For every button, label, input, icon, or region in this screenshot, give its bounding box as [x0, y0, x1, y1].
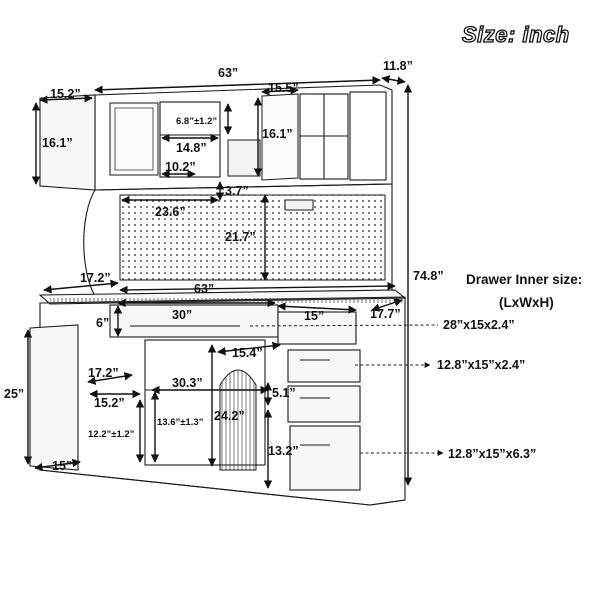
- dimension-lines: [23, 75, 444, 489]
- dim-line-left-bottom-width: [34, 458, 81, 472]
- label-shelf-height: 6.8”±1.2”: [176, 116, 217, 127]
- label-counter-width: 63”: [194, 282, 214, 296]
- label-top-depth: 11.8”: [383, 59, 413, 73]
- label-pegboard-gap: 3.7”: [225, 184, 249, 198]
- dim-line-top-depth: [381, 75, 406, 85]
- top-long-drawer: [109, 304, 279, 338]
- size-unit-title: Size: inch: [461, 21, 570, 47]
- label-middle-height: 24.2”: [214, 409, 245, 423]
- dim-line-top-width: [94, 76, 381, 94]
- dim-line-left-inner-depth: [87, 372, 133, 385]
- label-left-bottom-width: 15”: [52, 459, 72, 473]
- pegboard-section: [83, 183, 393, 297]
- upper-right-side-panel: [349, 91, 387, 181]
- label-side-drawer-width: 15”: [304, 309, 324, 323]
- upper-hutch: [39, 84, 393, 191]
- drawer-size-units: (LxWxH): [499, 295, 554, 310]
- right-drawer-1: [277, 311, 357, 345]
- label-drawer-size-3: 12.8”x15”x6.3”: [448, 447, 536, 461]
- dim-line-upper-right-width: [261, 86, 299, 96]
- right-drawer-3: [287, 385, 361, 423]
- label-left-shelf-height: 12.2”±1.2”: [88, 429, 135, 440]
- dim-line-counter-width: [119, 281, 396, 295]
- label-drawer-size-2: 12.8”x15”x2.4”: [437, 358, 525, 372]
- dimension-labels: 63” 11.8” 15.2” 16.1” 6.8”±1.2” 14.8” 15…: [4, 59, 536, 473]
- label-upper-right-height: 16.1”: [262, 127, 293, 141]
- label-total-width-top: 63”: [218, 66, 238, 80]
- dim-line-upper-door-width: [39, 94, 93, 104]
- cabinet-base: [39, 469, 406, 506]
- label-shelf-width: 14.8”: [176, 141, 207, 155]
- label-counter-depth-left: 17.2”: [80, 271, 111, 285]
- power-strip: [284, 199, 314, 211]
- label-right-drawer-width: 15.4”: [232, 346, 263, 360]
- drawer-inner-size-caption: Drawer Inner size:: [466, 272, 583, 287]
- label-pegboard-height: 21.7”: [225, 230, 256, 244]
- dim-line-counter-depth-left: [43, 279, 119, 294]
- right-drawer-4: [289, 425, 361, 491]
- dim-line-counter-depth-right: [371, 298, 403, 312]
- lower-cabinet: [29, 296, 406, 506]
- label-top-drawer-width: 30”: [172, 308, 192, 322]
- leader-drawer-1: [249, 324, 439, 327]
- label-left-inner-width: 15.2”: [94, 396, 125, 410]
- label-middle-open-width: 30.3”: [172, 376, 203, 390]
- dim-line-side-drawer-width: [277, 302, 357, 314]
- upper-cubby: [227, 139, 261, 177]
- label-left-inner-depth: 17.2”: [88, 366, 119, 380]
- label-upper-door-width: 15.2”: [50, 87, 81, 101]
- dim-line-right-drawer-width: [217, 341, 281, 356]
- label-counter-depth-right: 17.7”: [370, 307, 401, 321]
- upper-left-glass-door: [109, 102, 159, 176]
- label-total-height: 74.8”: [413, 269, 444, 283]
- glass-door-inset: [114, 107, 154, 171]
- label-left-cabinet-height: 25”: [4, 387, 24, 401]
- label-pegboard-width: 23.6”: [155, 205, 186, 219]
- right-drawer-2: [287, 349, 361, 383]
- label-drawer-size-1: 28”x15x2.4”: [443, 318, 515, 332]
- label-upper-door-height: 16.1”: [42, 136, 73, 150]
- arched-fluted-door: [219, 369, 257, 471]
- label-upper-right-width: 15.5”: [268, 81, 299, 95]
- label-bottom-drawer-height: 13.2”: [268, 444, 299, 458]
- label-top-drawer-height: 6”: [96, 316, 109, 330]
- lower-left-door-open: [29, 324, 79, 471]
- label-small-shelf-width: 10.2”: [165, 160, 196, 174]
- label-small-drawer-height: 5.1”: [272, 386, 296, 400]
- label-middle-shelf-height: 13.6”±1.3”: [157, 417, 204, 428]
- pegboard: [119, 194, 386, 281]
